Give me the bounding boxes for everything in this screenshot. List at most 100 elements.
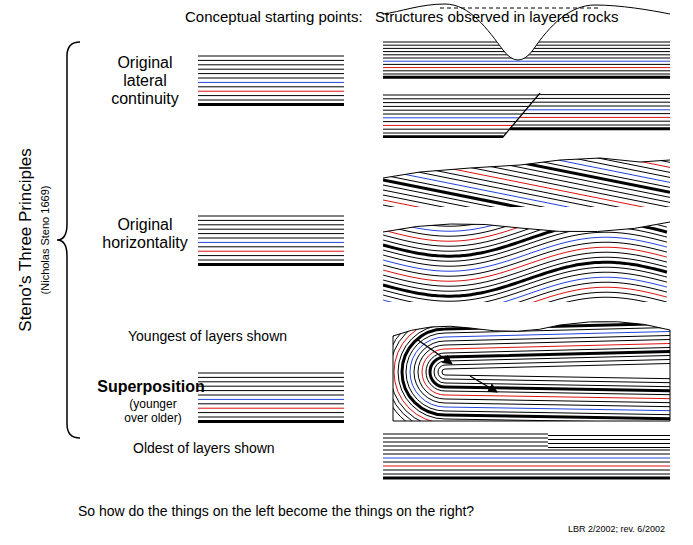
layer-line bbox=[383, 110, 526, 111]
layer-line bbox=[430, 351, 690, 391]
layer-line bbox=[383, 98, 535, 99]
layer-line bbox=[383, 90, 670, 147]
layer-line bbox=[198, 251, 344, 252]
layer-line bbox=[383, 58, 670, 59]
fold-outline bbox=[393, 321, 670, 421]
layer-line bbox=[383, 117, 519, 118]
layer-line bbox=[390, 311, 690, 431]
layer-line bbox=[383, 458, 670, 459]
column-heading: Structures observed in layered rocks bbox=[375, 8, 618, 25]
layer-line bbox=[383, 182, 667, 216]
layer-line bbox=[394, 315, 690, 427]
layer-line bbox=[383, 61, 670, 62]
layer-line bbox=[383, 227, 667, 261]
layer-line bbox=[198, 386, 344, 387]
layer-line bbox=[402, 323, 690, 419]
layer-line bbox=[383, 232, 667, 266]
layer-line bbox=[383, 474, 670, 475]
layer-line bbox=[383, 133, 506, 134]
layer-line bbox=[383, 121, 516, 122]
ground-surface bbox=[383, 158, 670, 178]
layer-line bbox=[383, 187, 667, 221]
layer-line bbox=[510, 127, 670, 130]
layer-note: Oldest of layers shown bbox=[133, 440, 275, 456]
layer-line bbox=[198, 255, 344, 256]
credit: LBR 2/2002; rev. 6/2002 bbox=[568, 524, 665, 534]
layer-line bbox=[548, 447, 670, 448]
layer-line bbox=[383, 466, 670, 467]
layer-line bbox=[198, 373, 344, 374]
layer-line bbox=[422, 343, 690, 399]
layer-line bbox=[442, 363, 690, 379]
layer-line bbox=[383, 70, 670, 71]
layer-line bbox=[383, 129, 510, 130]
layer-line bbox=[523, 113, 670, 114]
layer-line bbox=[383, 262, 667, 296]
layer-line bbox=[198, 260, 344, 261]
layer-line bbox=[382, 303, 690, 439]
layer-line bbox=[383, 105, 670, 162]
layer-line bbox=[383, 67, 670, 68]
layer-line bbox=[383, 237, 667, 271]
younging-arrow bbox=[470, 376, 497, 392]
layer-line bbox=[383, 297, 667, 331]
layer-line bbox=[548, 443, 670, 444]
layer-line bbox=[198, 91, 344, 92]
layer-note: Youngest of layers shown bbox=[128, 328, 287, 344]
layer-line bbox=[383, 477, 670, 480]
layer-line bbox=[198, 69, 344, 70]
layer-line bbox=[386, 307, 690, 435]
layer-line bbox=[383, 74, 670, 75]
layer-line bbox=[198, 82, 344, 83]
layer-line bbox=[198, 403, 344, 404]
layer-line bbox=[383, 462, 670, 463]
layer-line bbox=[198, 64, 344, 65]
layer-line bbox=[383, 135, 503, 138]
layer-line bbox=[383, 470, 670, 471]
layer-line bbox=[198, 60, 344, 61]
principle-name: Original lateral continuity bbox=[100, 54, 190, 108]
layer-line bbox=[198, 100, 344, 101]
layer-line bbox=[198, 246, 344, 247]
younging-arrow bbox=[418, 340, 452, 364]
layer-line bbox=[383, 95, 538, 96]
layer-line bbox=[532, 102, 670, 103]
layer-line bbox=[383, 267, 667, 301]
layer-line bbox=[406, 327, 690, 415]
brace bbox=[57, 42, 80, 438]
layer-line bbox=[383, 180, 670, 237]
layer-line bbox=[198, 399, 344, 400]
layer-line bbox=[383, 272, 667, 306]
layer-line bbox=[383, 242, 667, 276]
layer-line bbox=[198, 224, 344, 225]
layer-line bbox=[548, 435, 670, 436]
overturned-fold bbox=[382, 303, 690, 439]
layer-line bbox=[529, 106, 670, 107]
column-heading: Conceptual starting points: bbox=[185, 8, 363, 25]
layer-line bbox=[383, 446, 548, 447]
layer-line bbox=[198, 78, 344, 79]
layer-line bbox=[383, 287, 667, 321]
layer-line bbox=[383, 207, 667, 241]
layer-line bbox=[383, 192, 667, 226]
layer-line bbox=[383, 106, 529, 107]
layer-line bbox=[519, 117, 670, 118]
layer-line bbox=[198, 216, 344, 217]
layer-line bbox=[383, 64, 670, 65]
layer-line bbox=[383, 292, 667, 326]
layer-line bbox=[198, 263, 344, 266]
layer-line bbox=[383, 202, 667, 236]
layer-line bbox=[198, 395, 344, 396]
layer-line bbox=[548, 439, 670, 440]
principle-name: Original horizontality bbox=[95, 216, 195, 252]
layer-line bbox=[383, 454, 670, 455]
layer-line bbox=[383, 277, 667, 311]
layer-line bbox=[198, 86, 344, 87]
layer-line bbox=[198, 103, 344, 106]
layer-line bbox=[198, 408, 344, 409]
layer-line bbox=[426, 347, 690, 395]
fault-line bbox=[503, 93, 540, 137]
layer-line bbox=[198, 229, 344, 230]
layer-line bbox=[198, 95, 344, 96]
